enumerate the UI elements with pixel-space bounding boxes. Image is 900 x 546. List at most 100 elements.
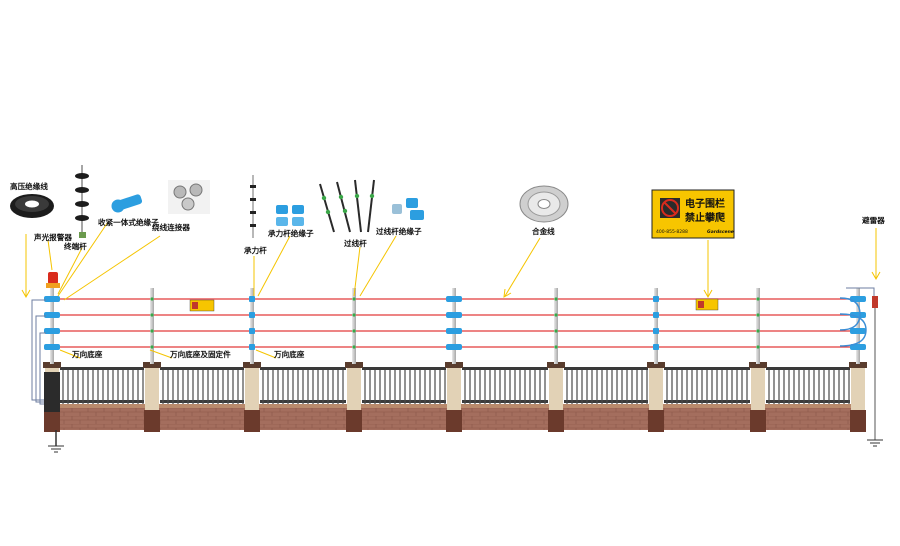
- wall-pillar: [445, 362, 463, 432]
- railing-panel: [462, 367, 548, 404]
- pole-clip-icon: [352, 313, 356, 317]
- wall-pillar: [345, 362, 363, 432]
- right-loop-1: [839, 297, 861, 331]
- label-base-1: 万向底座: [71, 349, 103, 359]
- fence-pole: [44, 288, 60, 364]
- controller-box-icon: [44, 372, 60, 412]
- fence-pole: [850, 288, 866, 364]
- wall-pillar: [749, 362, 767, 432]
- wall-pillar: [647, 362, 665, 432]
- fence-warning-sign-1: [189, 299, 215, 312]
- pole-insulator-icon: [653, 296, 659, 302]
- pole-insulator-icon: [446, 328, 462, 334]
- tight-insulator-picture-icon: [111, 194, 143, 213]
- pole-clip-icon: [554, 329, 558, 333]
- pole-insulator-icon: [653, 328, 659, 334]
- pole-insulator-icon: [249, 344, 255, 350]
- wall-pillar: [243, 362, 261, 432]
- fence-poles: [44, 288, 866, 364]
- right-loop-2: [839, 313, 867, 347]
- label-hv-cable: 高压绝缘线: [10, 181, 48, 191]
- terminal-assembly: [31, 272, 64, 453]
- pole-insulator-icon: [850, 312, 866, 318]
- pole-insulator-icon: [44, 344, 60, 350]
- pole-clip-icon: [352, 345, 356, 349]
- railing-panel: [60, 367, 144, 404]
- wall-pillar: [849, 362, 867, 432]
- fence-pole: [653, 288, 659, 364]
- sign-phone: 400-855-8288: [656, 229, 688, 235]
- label-base-3: 万向底座: [273, 349, 305, 359]
- fence-pole: [554, 288, 558, 364]
- pole-clip-icon: [756, 297, 760, 301]
- load-pole-picture-icon: [250, 175, 256, 238]
- fence-pole: [150, 288, 154, 364]
- pole-insulator-icon: [850, 344, 866, 350]
- line-pole-picture-icon: [319, 179, 375, 233]
- wall-pillar: [143, 362, 161, 432]
- pole-insulator-icon: [446, 296, 462, 302]
- pole-clip-icon: [756, 345, 760, 349]
- sign-prohibit-icon: [661, 199, 679, 217]
- hv-cable-coil-icon: [10, 194, 54, 218]
- right-loop-cable: [846, 287, 875, 296]
- warning-sign-board: 电子围栏 禁止攀爬 400-855-8288 Gardscene: [651, 189, 735, 239]
- right-terminal-assembly: [839, 287, 883, 447]
- railing-panel: [664, 367, 750, 404]
- pole-insulator-icon: [446, 312, 462, 318]
- pole-insulator-icon: [446, 344, 462, 350]
- pole-insulator-icon: [44, 296, 60, 302]
- railing-panel: [362, 367, 446, 404]
- hv-cable-routing: [31, 299, 46, 405]
- label-load-insulator: 承力杆绝缘子: [268, 228, 314, 238]
- wall-pillar: [547, 362, 565, 432]
- terminal-pole-picture-icon: [75, 165, 89, 238]
- pole-clip-icon: [756, 329, 760, 333]
- line-insulator-picture-icon: [392, 198, 424, 220]
- pole-insulator-icon: [850, 328, 866, 334]
- pole-clip-icon: [756, 313, 760, 317]
- pole-clip-icon: [150, 329, 154, 333]
- alarm-base-icon: [46, 283, 60, 288]
- fence-wall: [43, 362, 867, 432]
- fence-pole: [352, 288, 356, 364]
- pole-clip-icon: [554, 297, 558, 301]
- leader-lines: [21, 221, 881, 359]
- sign-title-line2: 禁止攀爬: [684, 211, 726, 224]
- pole-clip-icon: [352, 329, 356, 333]
- label-alarm: 声光报警器: [33, 232, 72, 242]
- ground-symbol-left: [48, 445, 64, 453]
- pole-clip-icon: [150, 345, 154, 349]
- label-base-2: 万向底座及固定件: [169, 349, 231, 359]
- label-alloy-wire: 合金线: [532, 226, 555, 236]
- railing-panel: [260, 367, 346, 404]
- pole-clip-icon: [352, 297, 356, 301]
- fence-pole: [446, 288, 462, 364]
- ground-symbol-right: [867, 439, 883, 447]
- sign-title-line1: 电子围栏: [685, 197, 725, 210]
- label-tight-insulator: 收紧一体式绝缘子: [98, 217, 159, 227]
- railing-panel: [160, 367, 244, 404]
- load-insulator-picture-icon: [276, 205, 304, 226]
- alarm-light-icon: [48, 272, 58, 284]
- pole-insulator-icon: [44, 328, 60, 334]
- label-line-pole: 过线杆: [344, 238, 367, 248]
- fence-pole: [249, 288, 255, 364]
- fence-pole: [756, 288, 760, 364]
- pole-clip-icon: [554, 345, 558, 349]
- pole-insulator-icon: [249, 328, 255, 334]
- wire-connector-picture-icon: [168, 180, 210, 214]
- fence-warning-sign-2: [695, 298, 719, 311]
- pole-insulator-icon: [653, 344, 659, 350]
- railing-panel: [766, 367, 850, 404]
- sign-brand: Gardscene: [707, 229, 734, 235]
- label-terminal-pole: 终端杆: [64, 241, 87, 251]
- pole-clip-icon: [554, 313, 558, 317]
- wall-pillars: [43, 362, 867, 432]
- label-line-insulator: 过线杆绝缘子: [376, 226, 422, 236]
- pole-clip-icon: [150, 297, 154, 301]
- lightning-arrester-icon: [872, 296, 878, 308]
- iron-railings: [60, 367, 850, 404]
